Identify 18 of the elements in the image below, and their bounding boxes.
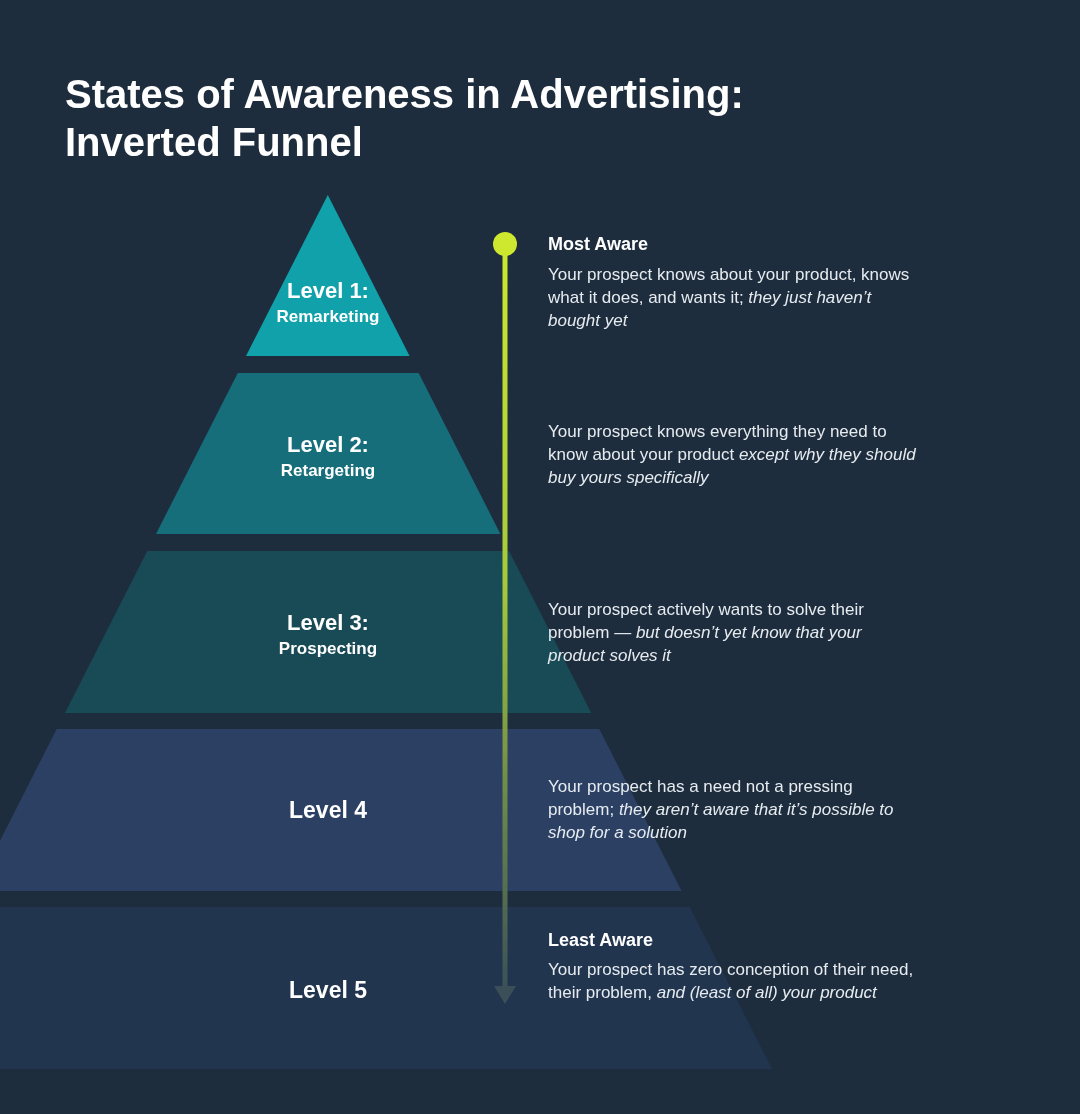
level-title: Level 5 — [289, 976, 367, 1004]
description-text: Your prospect has a need not a pressing problem; they aren’t aware that it’s possible to shop for a solution — [548, 776, 895, 844]
title: States of Awareness in Advertising: Inverted Funnel — [65, 71, 745, 166]
level-title: Level 2: — [287, 431, 369, 459]
pyramid-band — [246, 195, 410, 356]
level-subtitle: Prospecting — [278, 638, 378, 660]
level-subtitle: Remarketing — [276, 306, 380, 328]
description-text: Your prospect knows everything they need to know about your product except why they should buy yours specifically — [548, 421, 917, 489]
level-subtitle: Retargeting — [280, 460, 376, 482]
description-text: Your prospect has zero conception of their need, their problem, and (least of all) your product — [548, 959, 915, 1004]
level-title: Level 1: — [287, 277, 369, 305]
pyramid-band — [155, 373, 501, 534]
description-text: Your prospect actively wants to solve their problem — but doesn’t yet know that your product solves it — [548, 599, 865, 667]
description-text: Your prospect knows about your product, knows what it does, and wants it; they just haven’t bought yet — [548, 264, 911, 332]
level-title: Level 4 — [289, 796, 367, 824]
awareness-heading: Least Aware — [548, 929, 655, 952]
level-title: Level 3: — [287, 609, 369, 637]
awareness-heading: Most Aware — [548, 233, 650, 256]
